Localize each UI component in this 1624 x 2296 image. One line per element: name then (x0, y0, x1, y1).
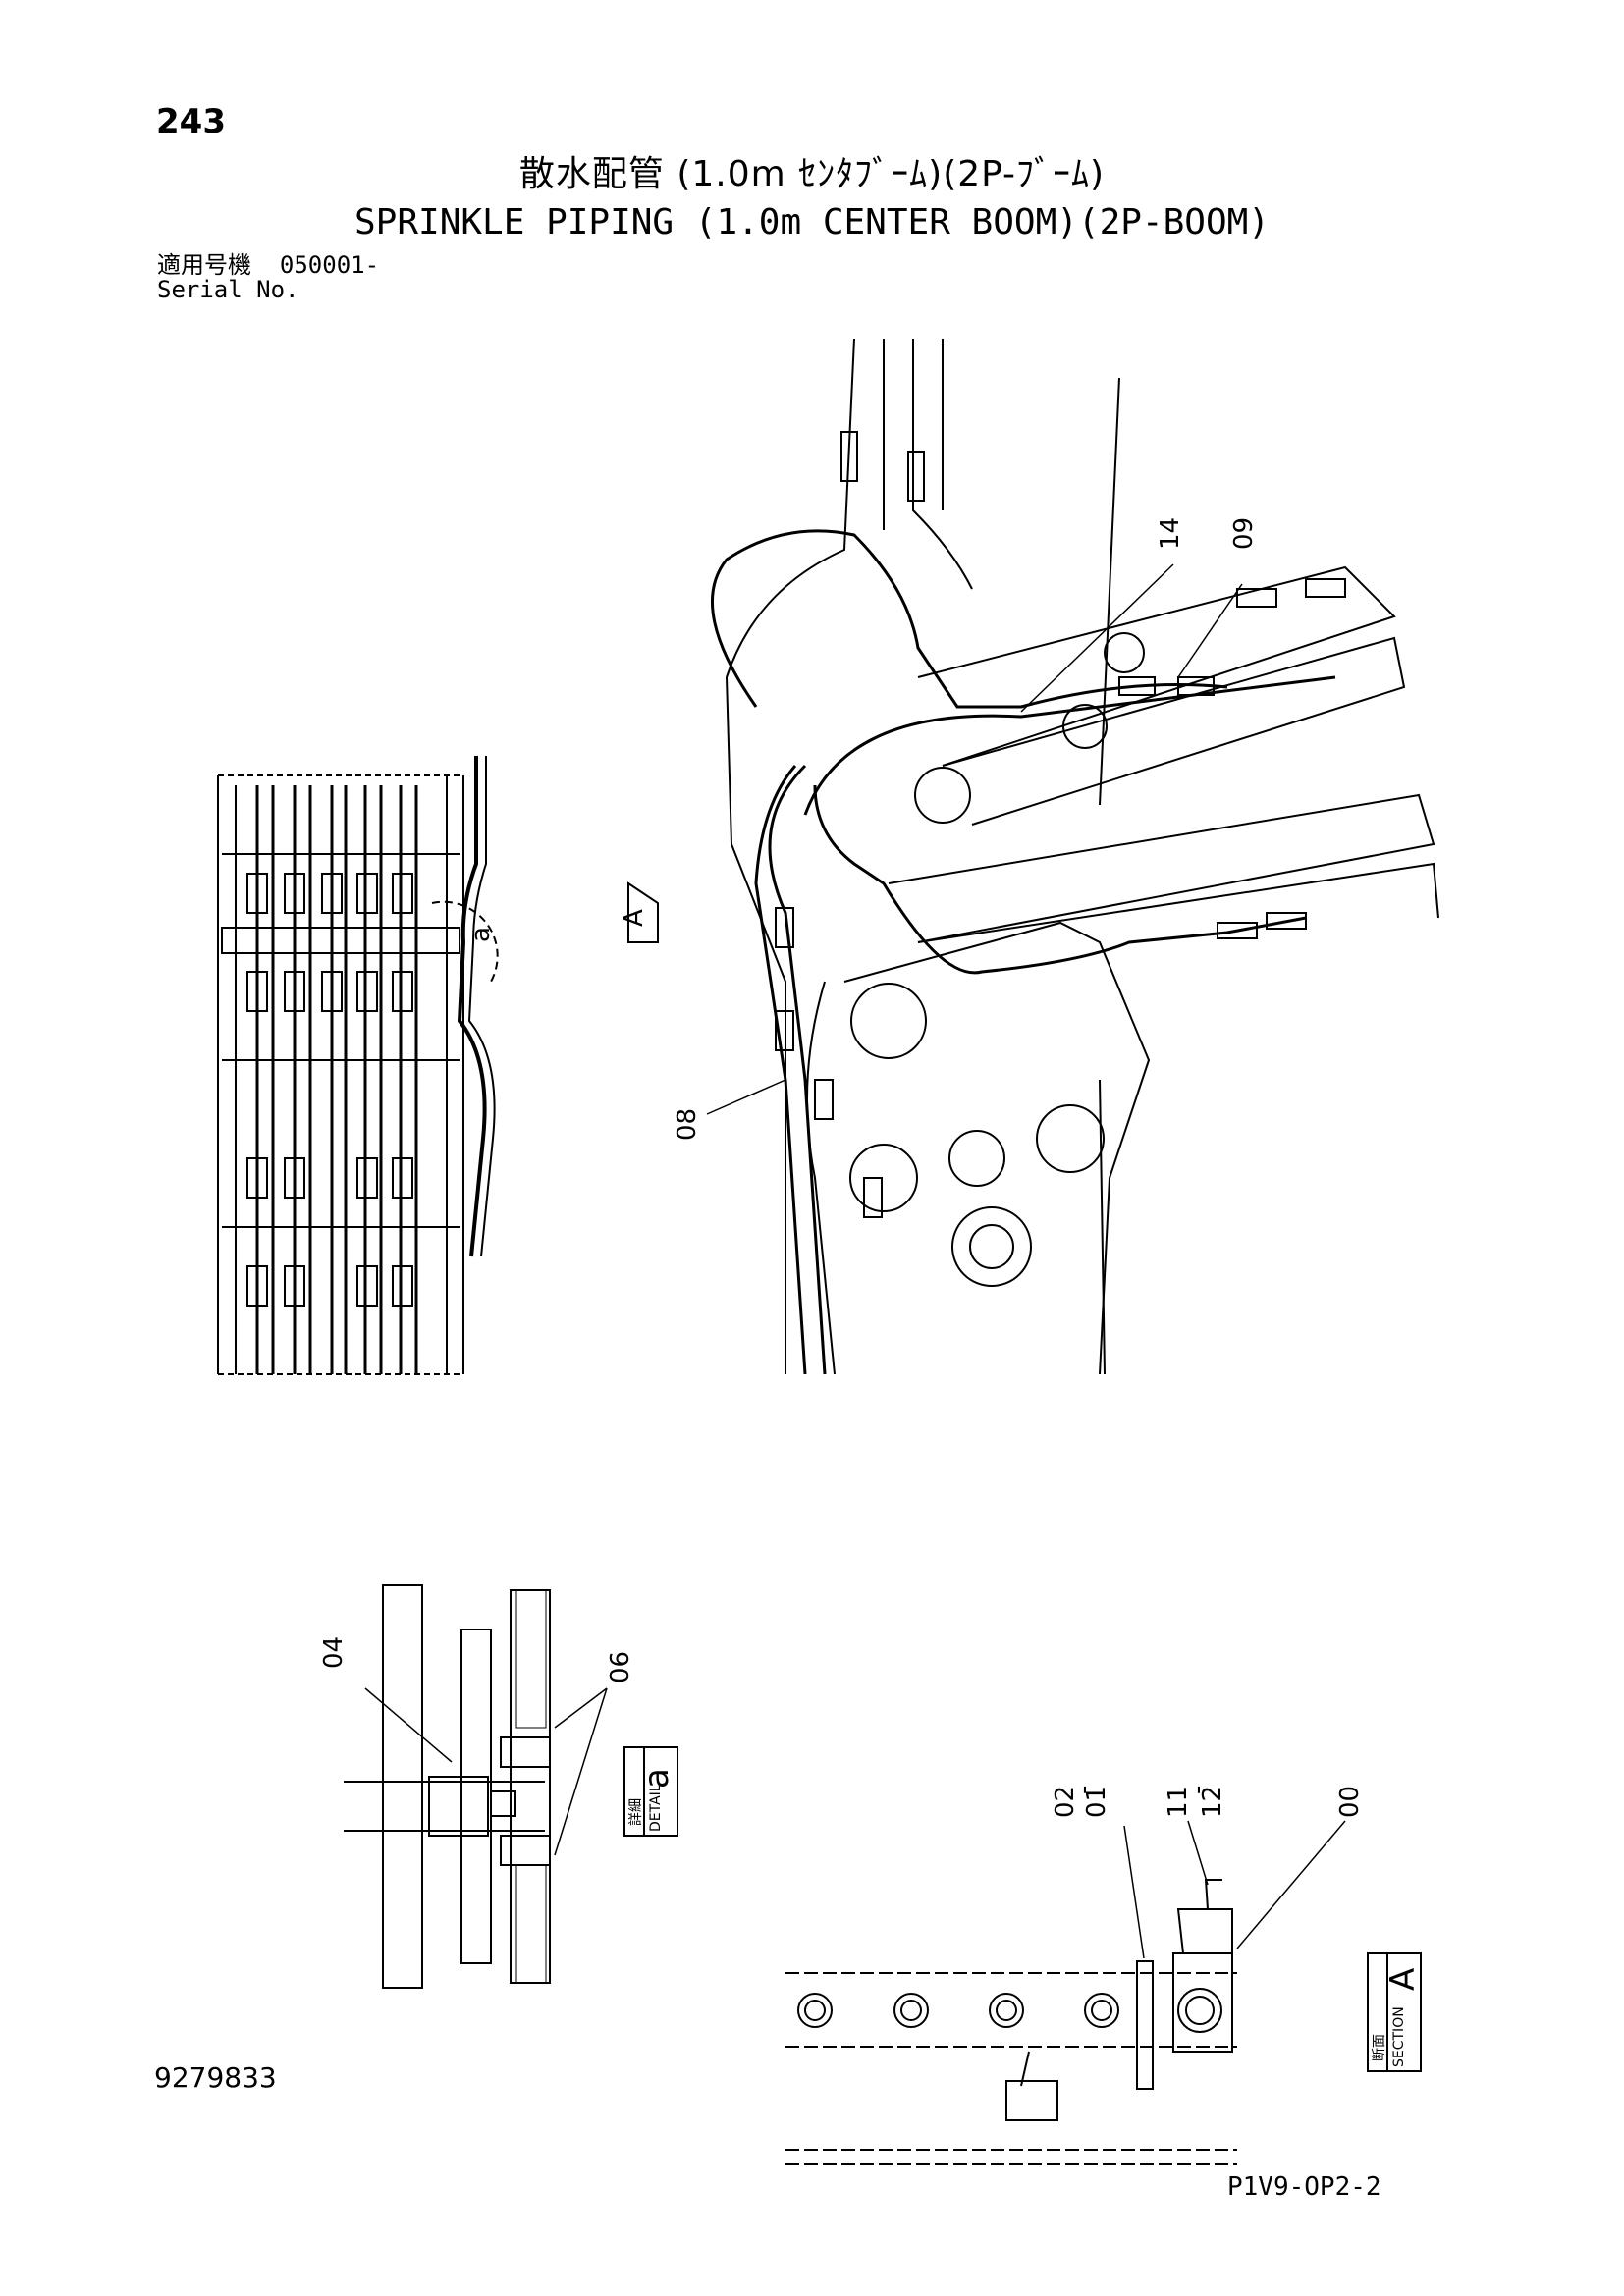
callout-11: 11 (1164, 1786, 1193, 1818)
section-label-en: SECTION (1391, 2006, 1407, 2067)
detail-a-box (623, 1746, 678, 1837)
boom-main-view (710, 338, 1439, 1375)
callout-06: 06 (606, 1651, 635, 1683)
callout-09: 09 (1229, 517, 1259, 550)
section-label-jp: 断面 (1372, 2034, 1387, 2061)
title-english: SPRINKLE PIPING (1.0m CENTER BOOM)(2P-BO… (354, 202, 1270, 242)
svg-text:-: - (1183, 1786, 1213, 1794)
page-code: P1V9-OP2-2 (1227, 2172, 1381, 2202)
serial-label-en: Serial No. (157, 276, 299, 303)
view-arrow-a-letter: A (620, 909, 649, 927)
serial-row-jp: 適用号機 050001- (157, 253, 379, 278)
serial-block: 適用号機 050001- Serial No. (157, 253, 379, 302)
detail-a-leaders (364, 1687, 608, 1856)
section-a-drawing (785, 1879, 1237, 2165)
section-a-leaders (1123, 1820, 1346, 1959)
callout-08: 08 (673, 1108, 702, 1141)
callout-04: 04 (319, 1636, 349, 1669)
view-arrow-a (627, 881, 659, 943)
detail-label-jp: 詳細 (628, 1798, 644, 1826)
detail-label-en: DETAIL (648, 1784, 664, 1832)
serial-label-jp: 適用号機 (157, 251, 251, 279)
drawing-number: 9279833 (154, 2061, 277, 2094)
callout-14: 14 (1156, 517, 1185, 550)
detail-a-drawing (344, 1584, 551, 1989)
svg-text:-: - (1069, 1786, 1099, 1794)
callout-02: 02 (1051, 1786, 1080, 1818)
title-japanese: 散水配管 (1.0m ｾﾝﾀﾌﾞｰﾑ)(2P-ﾌﾞｰﾑ) (518, 154, 1106, 194)
detail-letter-a: a (637, 1768, 677, 1789)
section-a-box (1367, 1952, 1422, 2072)
callout-12: 12 (1198, 1786, 1227, 1818)
serial-value: 050001- (279, 251, 380, 279)
section-letter-a: A (1383, 1968, 1423, 1991)
boom-top-view (217, 756, 499, 1375)
callout-00: 00 (1335, 1786, 1365, 1818)
main-callout-leaders (706, 563, 1243, 1115)
detail-a-marker: a (466, 927, 496, 942)
callout-01: 01 (1082, 1786, 1111, 1818)
page-number: 243 (156, 102, 226, 141)
